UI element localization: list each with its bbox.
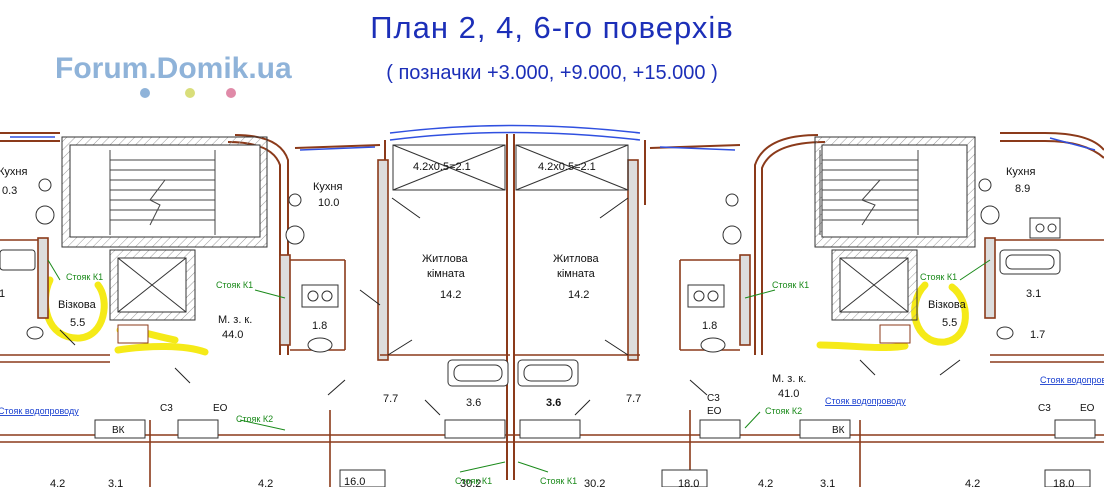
room-stroller-left-area: 5.5 [70, 317, 85, 329]
window-glazing [10, 136, 1096, 151]
room-common-left: М. з. к. [218, 314, 252, 326]
room-common-right-area: 41.0 [778, 388, 799, 400]
highlight-corridor-right [816, 341, 909, 352]
water-riser-label-a: Стояк водопроводу [0, 406, 79, 416]
water-riser-label-c: Стояк водопроводу [1040, 375, 1104, 385]
elevator-left [109, 249, 196, 344]
watermark-dot-blue [140, 88, 150, 98]
riser-k2-label-b: Стояк К2 [765, 406, 802, 416]
bottom-area-c: 4.2 [258, 478, 273, 487]
room-living-right-area: 14.2 [568, 289, 589, 301]
room-b-area: 30.2 [460, 478, 481, 487]
fixtures [0, 178, 1096, 487]
room-kitchen-center: Кухня [313, 181, 342, 193]
bottom-area-d: 4.2 [758, 478, 773, 487]
room-hall-b-area: 7.7 [626, 393, 641, 405]
bottom-area-f: 4.2 [965, 478, 980, 487]
balconies [392, 144, 629, 191]
room-d-area: 18.0 [678, 478, 699, 487]
stair-core-left [61, 136, 268, 248]
plan-title: План 2, 4, 6-го поверхів [370, 10, 734, 45]
stair-core-right [814, 136, 976, 248]
room-living-right-line2: кімната [557, 268, 596, 280]
door-swings [59, 197, 961, 416]
room-e-area: 18.0 [1053, 478, 1074, 487]
riser-k1-label-d: Стояк К1 [920, 272, 957, 282]
room-bath-c-area: 3.1 [1026, 288, 1041, 300]
watermark-dot-yellow [185, 88, 195, 98]
watermark-logo: Forum.Domik.ua [55, 52, 292, 85]
room-common-right: М. з. к. [772, 373, 806, 385]
balcony-left-size: 4.2x0.5=2.1 [413, 161, 471, 173]
room-stroller-right: Візкова [928, 299, 967, 311]
riser-k1-label-a: Стояк К1 [66, 272, 103, 282]
elevator-right [831, 249, 918, 344]
room-living-right-line1: Житлова [553, 253, 599, 265]
plan-subtitle: ( позначки +3.000, +9.000, +15.000 ) [386, 62, 718, 84]
room-common-left-area: 44.0 [222, 329, 243, 341]
room-bath-e-area: 3.6 [466, 397, 481, 409]
room-hall-a-area: 7.7 [383, 393, 398, 405]
riser-k1-label-e: Стояк К1 [455, 476, 492, 486]
room-a-area: 16.0 [344, 476, 365, 487]
water-riser-label-b: Стояк водопроводу [825, 396, 906, 406]
eo-label-c: ЕО [1080, 403, 1095, 414]
room-stroller-left: Візкова [58, 299, 97, 311]
watermark-dots [140, 88, 240, 100]
vk-label-b: ВК [832, 425, 845, 436]
c3-label-b: С3 [707, 393, 720, 404]
room-bath-d-area: 1.7 [1030, 329, 1045, 341]
watermark-dot-pink [226, 88, 236, 98]
bottom-area-b: 3.1 [108, 478, 123, 487]
riser-k1-label-c: Стояк К1 [772, 280, 809, 290]
room-bath-b-area: 1.8 [702, 320, 717, 332]
room-living-left-line2: кімната [427, 268, 466, 280]
vk-label-a: ВК [112, 425, 125, 436]
eo-label-a: ЕО [213, 403, 228, 414]
balcony-right-size: 4.2x0.5=2.1 [538, 161, 596, 173]
riser-k1-label-b: Стояк К1 [216, 280, 253, 290]
room-left-edge-area: 1 [0, 288, 5, 300]
room-bath-a-area: 1.8 [312, 320, 327, 332]
room-living-left-area: 14.2 [440, 289, 461, 301]
bottom-area-e: 3.1 [820, 478, 835, 487]
room-c-area: 30.2 [584, 478, 605, 487]
room-kitchen-left: Кухня [0, 166, 27, 178]
bottom-area-a: 4.2 [50, 478, 65, 487]
room-kitchen-center-area: 10.0 [318, 197, 339, 209]
c3-label-a: С3 [160, 403, 173, 414]
room-kitchen-right-area: 8.9 [1015, 183, 1030, 195]
riser-leaders [47, 259, 991, 473]
highlight-corridor-left [114, 343, 209, 356]
room-kitchen-left-area: 0.3 [2, 185, 17, 197]
room-kitchen-right: Кухня [1006, 166, 1035, 178]
riser-k1-label-f: Стояк К1 [540, 476, 577, 486]
eo-label-b: ЕО [707, 406, 722, 417]
highlight-stroller-right [911, 281, 969, 346]
riser-k2-label-a: Стояк К2 [236, 414, 273, 424]
exterior-walls [0, 124, 1104, 480]
room-living-left-line1: Житлова [422, 253, 468, 265]
c3-label-c: С3 [1038, 403, 1051, 414]
room-stroller-right-area: 5.5 [942, 317, 957, 329]
room-bath-f-area: 3.6 [546, 397, 561, 409]
